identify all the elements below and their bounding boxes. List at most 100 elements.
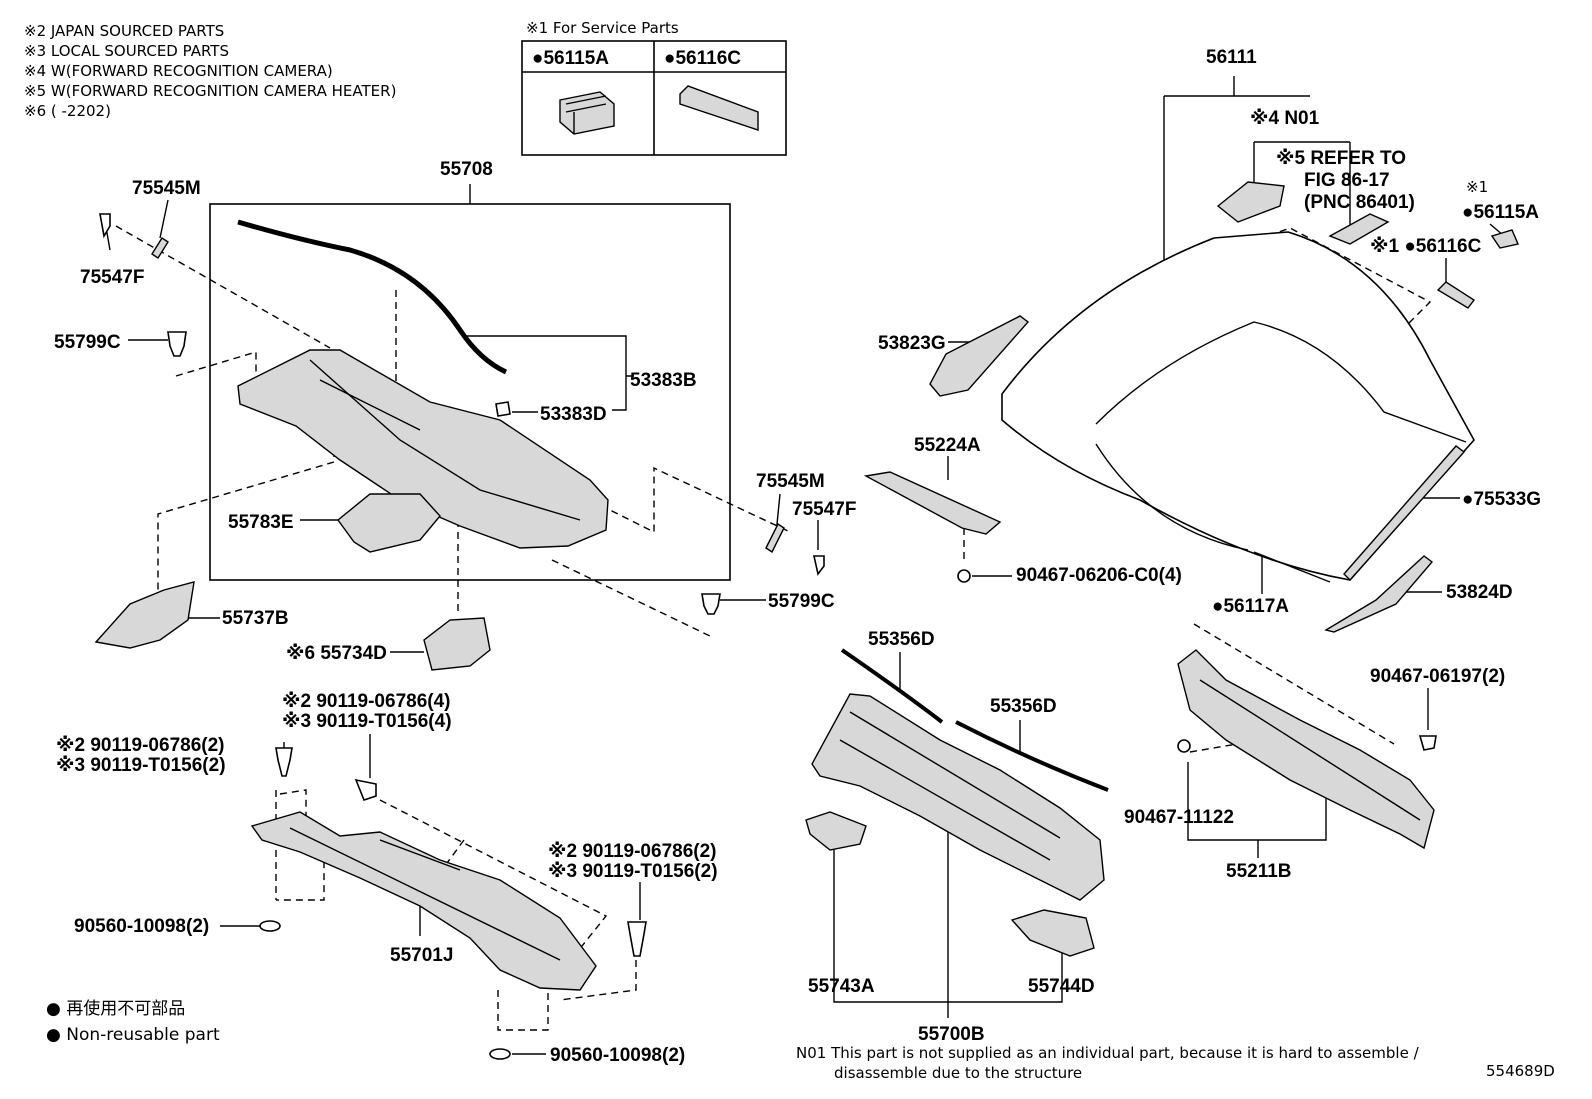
clip-56115a-sketch [559,91,615,135]
bracket-55737b [94,581,195,649]
clip-90467-11122 [1177,739,1191,753]
service-box-title: ※1 For Service Parts [526,19,679,37]
label-53824d: 53824D [1446,582,1513,603]
label-53383d: 53383D [540,404,607,425]
label-bolt-2a-jp: ※2 90119-06786(2) [56,735,225,756]
service-left-label: ●56115A [532,48,609,69]
label-bolt-4-local: ※3 90119-T0156(4) [282,711,452,732]
garnish-53823g [929,315,1030,397]
label-55708: 55708 [440,159,493,180]
clip-56115a [1490,229,1519,249]
label-75547f-left: 75547F [80,267,144,288]
bolt-90119-b [354,778,377,801]
label-55356d-top: 55356D [868,629,935,650]
clip-55799c-right [701,593,721,615]
label-90467-11122: 90467-11122 [1124,807,1234,828]
bracket-55734d [423,617,491,671]
heater-part [1328,213,1390,245]
seal-55356d-mid [955,720,1109,792]
service-parts-box: ※1 For Service Parts ●56115A ●56116C [521,19,787,156]
clip-55799c-left [167,331,187,357]
label-56115a: ●56115A [1462,202,1539,223]
label-75545m-left: 75545M [132,178,201,199]
cowl-55211b [1177,649,1435,850]
clip-75547f-right [813,555,825,576]
label-n01: ※4 N01 [1250,108,1320,129]
note-japan-sourced: ※2 JAPAN SOURCED PARTS [24,22,224,40]
label-bolt-4-jp: ※2 90119-06786(4) [282,691,451,712]
clip-90467-06197 [1418,735,1437,751]
part-labels: 56111 ※4 N01 ※5 REFER TO FIG 86-17 (PNC … [54,47,1541,1066]
legend: ● 再使用不可部品 ● Non-reusable part [46,998,220,1045]
label-56116c: ※1 ●56116C [1370,236,1482,257]
label-55744d: 55744D [1028,976,1095,997]
bracket-55744d [1010,909,1095,957]
windshield-glass [1001,231,1475,581]
camera-bracket-n01 [1216,181,1285,223]
strip-75545m-right [765,522,785,554]
label-55799c-right: 55799C [768,591,835,612]
label-56111: 56111 [1206,47,1257,68]
label-x1: ※1 [1466,178,1488,196]
service-right-label: ●56116C [664,48,741,69]
legend-japanese: ● 再使用不可部品 [46,998,185,1019]
label-55743a: 55743A [808,976,875,997]
label-55356d-mid: 55356D [990,696,1057,717]
label-refer-1: ※5 REFER TO [1276,148,1406,169]
note-local-sourced: ※3 LOCAL SOURCED PARTS [24,42,229,60]
grommet-90560-bottom [489,1048,511,1060]
seal-55224a [863,471,1002,535]
legend-english: ● Non-reusable part [46,1025,220,1045]
label-90560-left: 90560-10098(2) [74,916,209,937]
label-75533g: ●75533G [1462,489,1541,510]
label-90467-06197: 90467-06197(2) [1370,666,1505,687]
leader-lines [103,76,1505,1055]
label-refer-2: FIG 86-17 [1304,170,1390,191]
label-53823g: 53823G [878,333,946,354]
label-90467-06206: 90467-06206-C0(4) [1016,565,1182,586]
label-55734d: ※6 55734D [286,643,387,664]
label-55700b: 55700B [918,1024,985,1045]
label-55799c-left: 55799C [54,332,121,353]
label-55211b: 55211B [1226,861,1292,882]
label-bolt-2a-local: ※3 90119-T0156(2) [56,755,226,776]
footnote: N01 This part is not supplied as an indi… [796,1044,1555,1082]
label-53383b: 53383B [630,370,697,391]
note-camera-heater: ※5 W(FORWARD RECOGNITION CAMERA HEATER) [24,82,396,100]
label-55783e: 55783E [228,512,294,533]
note-date-range: ※6 ( -2202) [24,102,111,120]
label-bolt-2b-local: ※3 90119-T0156(2) [548,861,718,882]
strip-56116c-sketch [679,85,759,131]
label-90560-bottom: 90560-10098(2) [550,1045,685,1066]
molding-75533g [1343,445,1466,582]
garnish-53824d [1324,555,1434,633]
grommet-90560-left [259,920,281,932]
note-camera: ※4 W(FORWARD RECOGNITION CAMERA) [24,62,333,80]
bolt-90119-c [627,921,647,957]
cowl-55701j [250,811,597,991]
figure-id: 554689D [1486,1062,1555,1080]
notes-block: ※2 JAPAN SOURCED PARTS ※3 LOCAL SOURCED … [24,22,396,120]
clip-53383d [495,401,511,417]
weatherstrip-53383b [237,219,508,375]
label-55701j: 55701J [390,945,453,966]
strip-56116c [1436,281,1476,309]
footnote-line-2: disassemble due to the structure [834,1064,1082,1082]
bracket-55743a [805,811,867,851]
clip-75547f-left [99,213,111,239]
strip-75545m-left [151,237,169,259]
label-75547f-right: 75547F [792,499,856,520]
label-56117a: ●56117A [1212,596,1289,617]
part-drawings [94,181,1519,1060]
label-refer-3: (PNC 86401) [1304,192,1415,213]
label-bolt-2b-jp: ※2 90119-06786(2) [548,841,717,862]
footnote-line-1: N01 This part is not supplied as an indi… [796,1044,1420,1062]
clip-90467-06206 [957,569,971,583]
seal-55356d-top [840,648,944,724]
cowl-panel-55708 [237,349,609,549]
label-75545m-right: 75545M [756,471,825,492]
bolt-90119-a [275,747,293,777]
label-55224a: 55224A [914,435,981,456]
label-55737b: 55737B [222,608,289,629]
